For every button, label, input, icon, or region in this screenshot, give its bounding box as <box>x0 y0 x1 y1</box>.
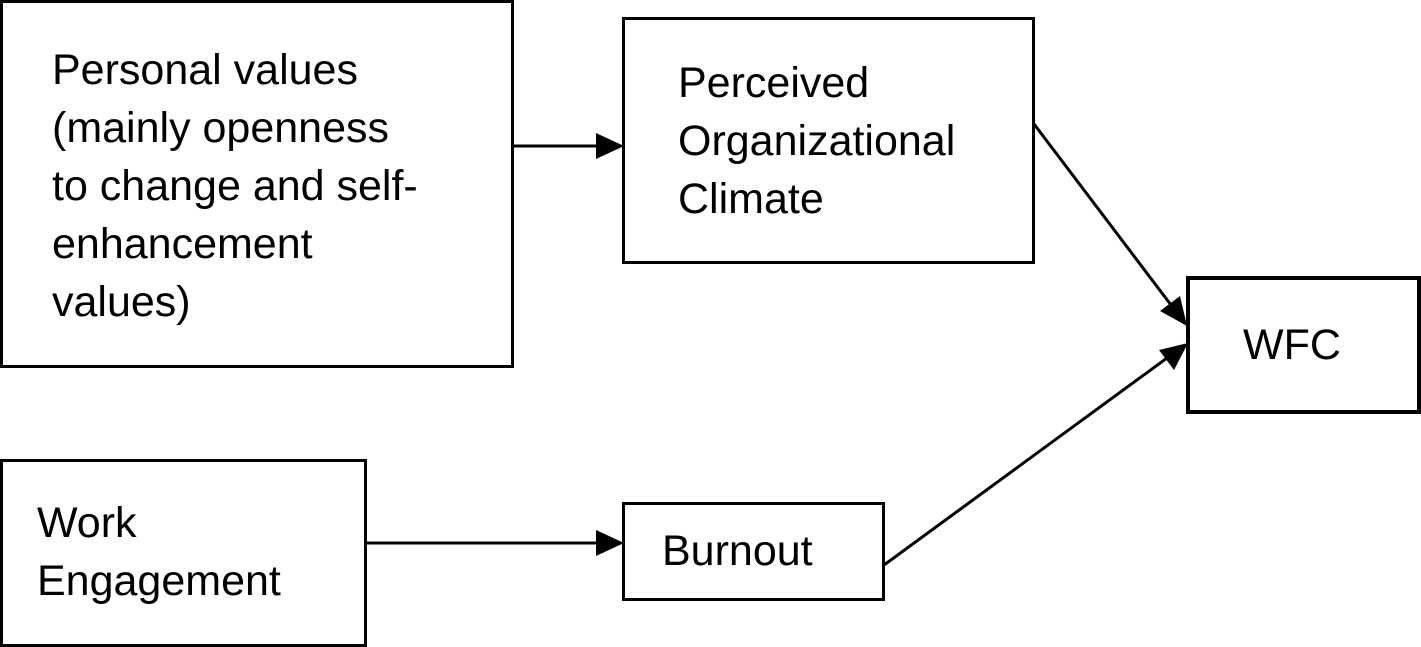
node-burnout: Burnout <box>622 502 885 601</box>
node-work-engagement: Work Engagement <box>0 459 367 647</box>
label-line: WFC <box>1243 321 1341 369</box>
label-line: Climate <box>678 175 824 223</box>
node-work-engagement-label: Work Engagement <box>37 494 281 610</box>
label-line: (mainly openness <box>52 104 390 152</box>
node-perceived-climate: Perceived Organizational Climate <box>622 17 1035 264</box>
label-line: Burnout <box>662 527 813 575</box>
node-wfc-label: WFC <box>1243 316 1341 374</box>
edge-burnout-to-wfc <box>883 343 1188 567</box>
label-line: Organizational <box>678 117 956 165</box>
node-wfc: WFC <box>1186 276 1421 414</box>
edge-work-engagement-to-burnout <box>365 530 624 556</box>
node-perceived-climate-label: Perceived Organizational Climate <box>678 54 955 228</box>
node-personal-values: Personal values (mainly openness to chan… <box>0 0 514 368</box>
label-line: Work <box>37 499 137 547</box>
label-line: to change and self- <box>52 162 418 210</box>
label-line: values) <box>52 278 191 326</box>
label-line: Perceived <box>678 59 870 107</box>
label-line: Personal values <box>52 46 358 94</box>
node-personal-values-label: Personal values (mainly openness to chan… <box>52 41 418 331</box>
edge-personal-values-to-perceived-climate <box>512 133 624 159</box>
edge-perceived-climate-to-wfc <box>1032 123 1187 326</box>
node-burnout-label: Burnout <box>662 522 813 580</box>
label-line: Engagement <box>37 557 281 605</box>
label-line: enhancement <box>52 220 313 268</box>
